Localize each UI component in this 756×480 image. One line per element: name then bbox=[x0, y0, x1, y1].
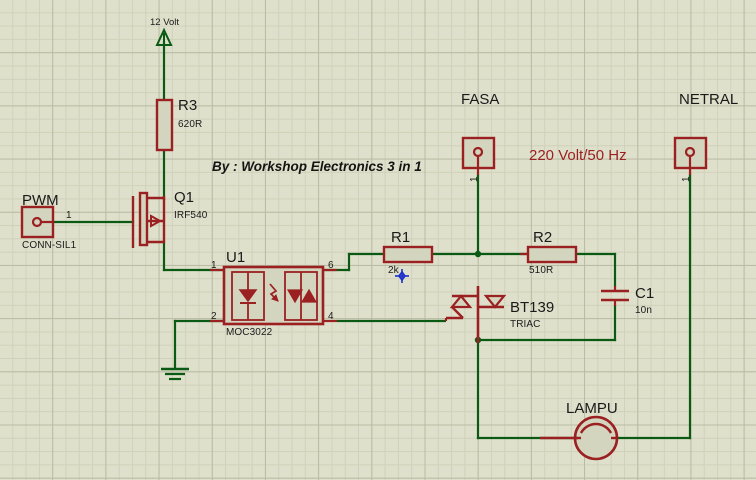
component-U1-pin-4: 4 bbox=[328, 311, 334, 322]
credit-annotation: By : Workshop Electronics 3 in 1 bbox=[212, 159, 422, 174]
component-R2-value: 510R bbox=[529, 265, 554, 276]
terminal-ground-symbol bbox=[161, 364, 189, 381]
component-U1-pin-2: 2 bbox=[211, 311, 217, 322]
component-R1 bbox=[382, 245, 434, 264]
component-R1-value: 2k bbox=[388, 265, 399, 276]
terminal-netral-symbol bbox=[673, 136, 708, 175]
component-LAMPU bbox=[540, 415, 619, 461]
junction-fasa bbox=[474, 250, 482, 258]
component-PWM-pin: 1 bbox=[66, 210, 72, 221]
component-C1-ref: C1 bbox=[635, 285, 655, 302]
terminal-fasa-label: FASA bbox=[461, 91, 500, 108]
component-U1-pin-6: 6 bbox=[328, 260, 334, 271]
component-U1-pin-1: 1 bbox=[211, 260, 217, 271]
terminal-fasa-pin: 1 bbox=[469, 176, 480, 182]
terminal-vcc-label: 12 Volt bbox=[150, 17, 180, 28]
component-U1-value: MOC3022 bbox=[226, 327, 273, 338]
terminal-netral-pin: 1 bbox=[681, 176, 692, 182]
terminal-vcc-symbol bbox=[155, 27, 173, 46]
component-C1-value: 10n bbox=[635, 305, 652, 316]
component-U1 bbox=[210, 265, 337, 326]
component-C1 bbox=[601, 286, 629, 306]
component-Q1-value: IRF540 bbox=[174, 210, 208, 221]
terminal-netral-label: NETRAL bbox=[679, 91, 739, 108]
terminal-fasa-symbol bbox=[461, 136, 496, 175]
component-LAMPU-ref: LAMPU bbox=[566, 400, 618, 417]
component-PWM-ref: PWM bbox=[22, 192, 59, 209]
crosshair-marker bbox=[395, 269, 409, 283]
component-PWM-value: CONN-SIL1 bbox=[22, 240, 77, 251]
component-R2-ref: R2 bbox=[533, 229, 553, 246]
component-BT139 bbox=[337, 286, 507, 343]
component-R3-value: 620R bbox=[178, 119, 203, 130]
component-R3-ref: R3 bbox=[178, 97, 198, 114]
component-PWM bbox=[20, 205, 55, 239]
component-R1-ref: R1 bbox=[391, 229, 411, 246]
component-Q1 bbox=[131, 191, 166, 248]
component-BT139-value: TRIAC bbox=[510, 319, 541, 330]
component-BT139-ref: BT139 bbox=[510, 299, 555, 316]
mains-rating-annotation: 220 Volt/50 Hz bbox=[529, 147, 627, 164]
component-R2 bbox=[520, 245, 578, 264]
component-R3 bbox=[155, 98, 174, 152]
component-U1-ref: U1 bbox=[226, 249, 246, 266]
component-Q1-ref: Q1 bbox=[174, 189, 195, 206]
